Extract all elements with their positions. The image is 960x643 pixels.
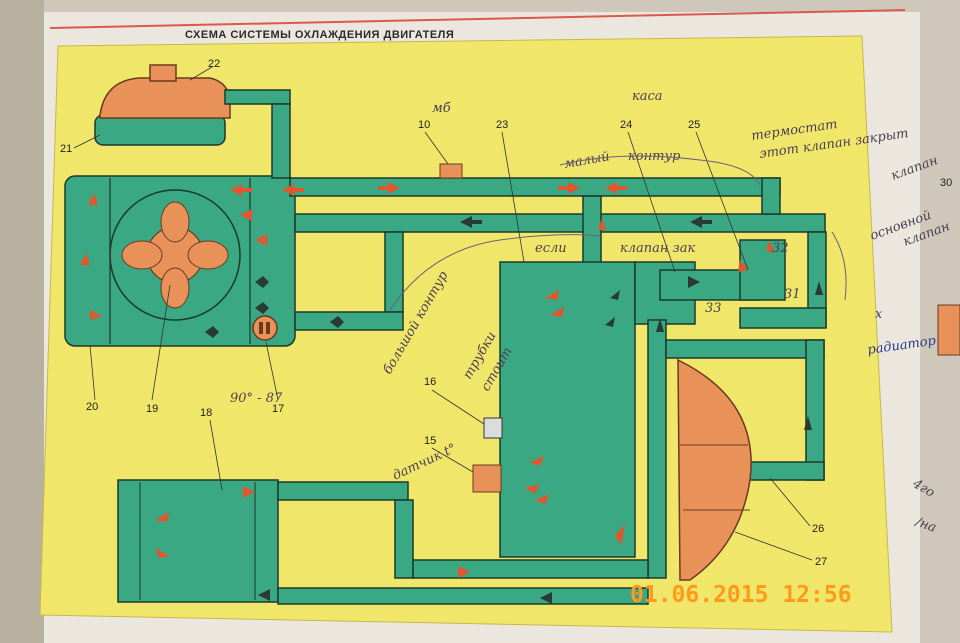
heater-core — [677, 358, 752, 581]
callout-10: 10 — [418, 119, 430, 131]
note-bottom2: /на — [912, 514, 938, 536]
filler-plug — [439, 163, 463, 179]
callout-23: 23 — [496, 119, 508, 131]
note-top2: мб — [432, 101, 451, 116]
callout-24: 24 — [620, 119, 632, 131]
callout-17: 17 — [272, 403, 284, 415]
note-33: 33 — [705, 301, 722, 316]
note-klapan-zak: клапан зак — [620, 241, 695, 256]
big-loop-stroke — [389, 234, 601, 311]
cold-flow-arrows — [205, 216, 823, 604]
note-right-num: 30 — [940, 177, 952, 189]
diagram-title: СХЕМА СИСТЕМЫ ОХЛАЖДЕНИЯ ДВИГАТЕЛЯ — [185, 29, 454, 41]
note-31: 31 — [784, 287, 801, 302]
small-loop-stroke — [559, 155, 761, 186]
callout-21: 21 — [60, 143, 72, 155]
callout-27: 27 — [815, 556, 827, 568]
note-temps: 90° - 87 — [230, 391, 283, 406]
book-edge — [0, 0, 44, 643]
edge-object — [937, 304, 960, 356]
note-32: 32 — [772, 241, 789, 256]
callout-26: 26 — [812, 523, 824, 535]
callout-15: 15 — [424, 435, 436, 447]
heater-loop — [647, 319, 825, 581]
note-x: x — [875, 307, 883, 322]
callout-20: 20 — [86, 401, 98, 413]
callout-19: 19 — [146, 403, 158, 415]
callout-18: 18 — [200, 407, 212, 419]
red-rule — [49, 9, 906, 29]
callout-25: 25 — [688, 119, 700, 131]
hot-flow-arrows — [80, 182, 774, 578]
callout-22: 22 — [208, 58, 220, 70]
note-top1: каса — [632, 89, 663, 104]
upper-pipes — [271, 103, 827, 331]
note-esli: если — [535, 241, 567, 256]
engine-block — [472, 239, 786, 558]
camera-timestamp: 01.06.2015 12:56 — [630, 582, 852, 608]
fan — [109, 189, 241, 321]
callout-labels: 22 21 10 23 24 25 20 19 17 18 16 15 26 2… — [60, 58, 827, 568]
expansion-tank — [94, 64, 291, 146]
heater-radiator — [117, 479, 649, 605]
right-loop-stroke — [831, 231, 847, 301]
callout-16: 16 — [424, 376, 436, 388]
fan-switch — [252, 315, 278, 341]
